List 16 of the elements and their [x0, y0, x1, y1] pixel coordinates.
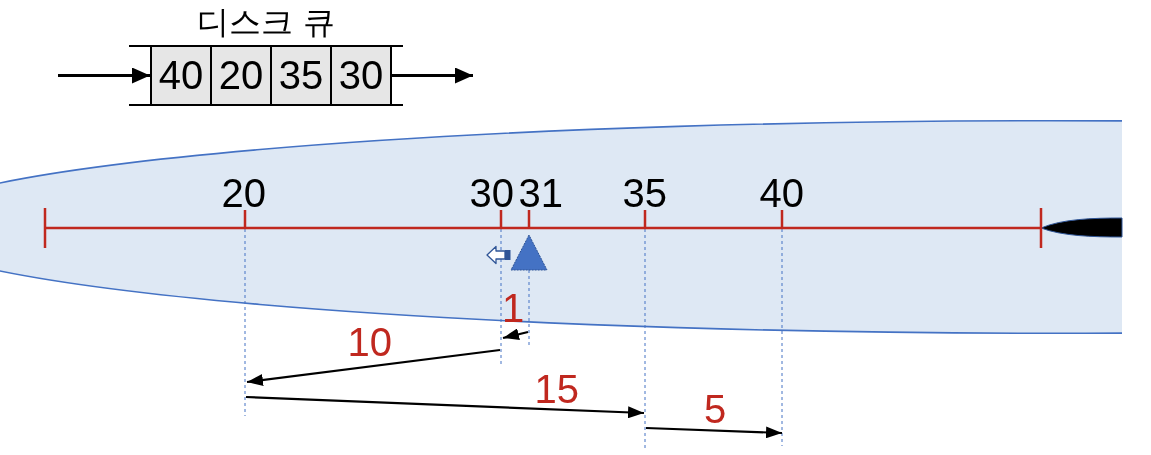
distance-label: 1 [502, 289, 525, 326]
arrow [58, 67, 150, 84]
tick-label: 40 [759, 175, 804, 210]
distance-label: 15 [534, 370, 579, 407]
queue-slot: 40 [150, 45, 212, 106]
queue-slot: 30 [330, 45, 392, 106]
distance-label: 5 [704, 390, 727, 427]
distance-label: 10 [347, 323, 392, 360]
tick-label: 30 [469, 175, 514, 210]
tick-label: 35 [622, 175, 667, 210]
tick-label: 31 [518, 175, 563, 210]
queue-title: 디스크 큐 [195, 2, 337, 43]
queue-slot: 20 [210, 45, 272, 106]
queue-slot: 35 [270, 45, 332, 106]
tick-label: 20 [221, 175, 266, 210]
arrow [392, 67, 473, 84]
